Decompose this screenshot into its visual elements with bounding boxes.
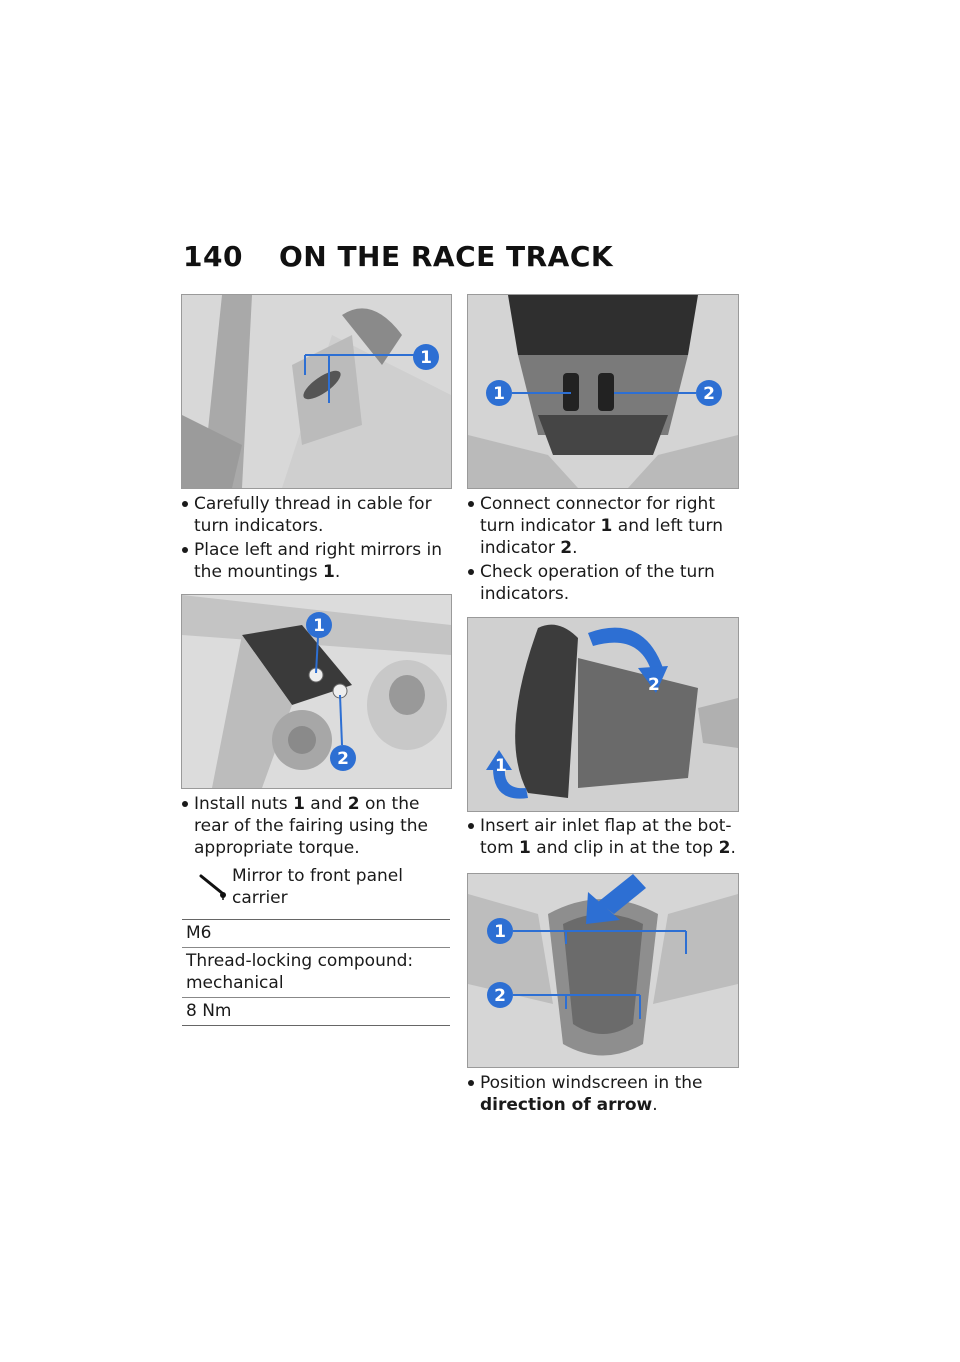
step-ref: 2 [560,538,573,558]
step-item: Install nuts 1 and 2 on the rear of the … [182,793,452,859]
spec-row: Thread-locking compound: mechanical [182,948,450,998]
step-text: Connect connector for right turn indicat… [480,494,715,536]
callout-label: 1 [493,384,505,404]
step-ref: 1 [600,516,613,536]
steps-list: Connect connector for right turn indicat… [468,493,738,607]
callout-marker-1 [487,918,513,944]
step-ref: 1 [293,794,305,814]
photo-indicator-connectors-illustration: 1 2 [468,295,738,488]
callout-label: 2 [494,986,506,1006]
callout-label: 1 [495,756,507,776]
photo-windscreen: 1 2 [467,873,739,1068]
step-item: Check operation of the turn indicators. [468,561,738,605]
step-text: and left turn indicator [480,516,724,558]
step-ref: 2 [718,838,731,858]
arrow-icon [493,768,528,799]
photo-indicator-connectors: 1 2 [467,294,739,489]
callout-marker-2 [487,982,513,1008]
photo-air-inlet-flap-illustration: 1 2 [468,618,738,811]
step-text: . [652,1095,658,1115]
photo-fairing-nuts-illustration: 1 2 [182,595,451,788]
photo-mirror-mountings: 1 [181,294,452,489]
step-item: Carefully thread in cable for turn indic… [182,493,452,537]
arrow-icon [486,750,512,770]
callout-label: 1 [494,922,506,942]
arrow-icon [598,874,646,914]
callout-label: 1 [420,348,432,368]
step-item: Insert air inlet flap at the bot-tom 1 a… [468,815,738,859]
arrow-icon [638,666,668,693]
spec-row: 8 Nm [186,1001,232,1021]
step-text: . [572,538,578,558]
step-text: Carefully thread in cable for turn indic… [194,494,432,536]
step-text: Place left and right mirrors in the moun… [194,540,443,582]
callout-marker-2 [330,745,356,771]
torque-spec-table: Mirror to front panel carrier M6 Thread-… [182,863,450,1026]
step-ref: 2 [347,794,360,814]
torque-wrench-icon [199,874,226,900]
callout-marker-1 [306,612,332,638]
step-text: . [730,838,736,858]
step-text: on the rear of the fairing using the app… [194,794,429,858]
callout-label: 1 [313,616,325,636]
steps-list: Carefully thread in cable for turn indic… [182,493,452,585]
spec-header: Mirror to front panel carrier [182,863,450,920]
step-text: Insert air inlet flap at the bot-tom [480,816,732,858]
callout-marker-2 [696,380,722,406]
steps-list: Position windscreen in the direction of … [468,1072,738,1118]
callout-label: 2 [648,675,660,695]
spec-title: Mirror to front panel carrier [232,866,403,908]
step-text: and [304,794,348,814]
callout-leader [315,636,319,674]
arrow-icon [588,627,663,670]
callout-label: 2 [703,384,715,404]
callout-leader [339,694,343,746]
page-header: 140 ON THE RACE TRACK [183,240,613,273]
page-number: 140 [183,240,243,273]
steps-list: Install nuts 1 and 2 on the rear of the … [182,793,452,861]
chapter-title: ON THE RACE TRACK [278,240,614,273]
step-text: and clip in at the top [530,838,719,858]
step-item: Connect connector for right turn indicat… [468,493,738,559]
step-text: Install nuts [194,794,294,814]
steps-list: Insert air inlet flap at the bot-tom 1 a… [468,815,738,861]
photo-windscreen-illustration: 1 2 [468,874,738,1067]
callout-marker-1 [413,344,439,370]
step-ref: 1 [519,838,531,858]
photo-mirror-mountings-illustration: 1 [182,295,451,488]
callout-label: 2 [337,749,349,769]
photo-fairing-nuts: 1 2 [181,594,452,789]
spec-row: M6 [182,920,450,948]
step-text: Position windscreen in the [480,1073,703,1093]
step-item: Position windscreen in the direction of … [468,1072,738,1116]
step-item: Place left and right mirrors in the moun… [182,539,452,583]
step-text: . [334,562,341,582]
step-text: Check operation of the turn indicators. [480,562,715,604]
photo-air-inlet-flap: 1 2 [467,617,739,812]
step-bold-text: direction of arrow [480,1095,653,1115]
callout-marker-1 [486,380,512,406]
step-ref: 1 [323,562,335,582]
arrow-icon [586,892,620,924]
